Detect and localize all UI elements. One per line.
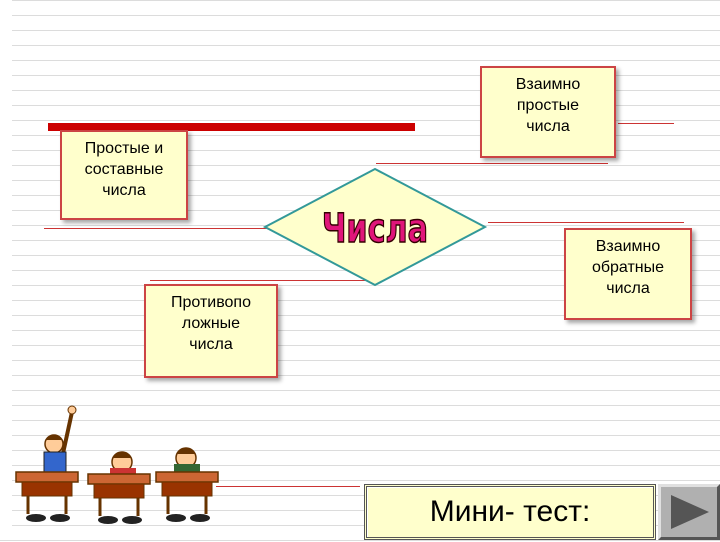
box-coprime-line-3: числа [526,118,570,135]
box-reciprocal-line-3: числа [606,280,650,297]
red-accent-bar [48,123,415,131]
mini-test-label: Мини- тест: [429,495,591,528]
center-title: Числа [322,206,428,252]
left-margin [0,0,12,540]
student-writing [110,451,136,476]
student-raising-hand [43,405,77,475]
box-opposite: Противопо ложные числа [144,284,278,378]
box-coprime-line-1: Взаимно [515,76,581,93]
box-reciprocal-line-2: обратные [591,259,665,276]
red-line [150,280,372,281]
red-line [376,163,608,164]
box-coprime: Взаимно простые числа [480,66,616,158]
red-line [488,222,684,223]
play-triangle-icon [671,495,709,529]
box-opposite-line-3: числа [189,336,233,353]
center-diamond: Числа [262,167,488,287]
box-reciprocal: Взаимно обратные числа [564,228,692,320]
box-prime-composite: Простые и составные числа [60,130,188,220]
box-reciprocal-line-1: Взаимно [595,238,661,255]
desk [87,473,151,524]
next-button[interactable] [658,484,720,540]
mini-test-link[interactable]: Мини- тест: [364,484,656,540]
desk [155,471,219,522]
red-line [216,486,360,487]
box-opposite-line-2: ложные [181,315,241,332]
box-prime-composite-line-3: числа [102,182,146,199]
desk [15,471,79,522]
box-prime-composite-line-2: составные [84,161,164,178]
red-line [618,123,674,124]
box-opposite-line-1: Противопо [171,294,251,311]
box-coprime-line-2: простые [516,97,580,114]
student-thinking [174,447,200,474]
red-line [44,228,334,229]
box-prime-composite-line-1: Простые и [84,140,164,157]
center-diamond-shape [262,167,488,287]
students-at-desks-icon [15,405,219,524]
